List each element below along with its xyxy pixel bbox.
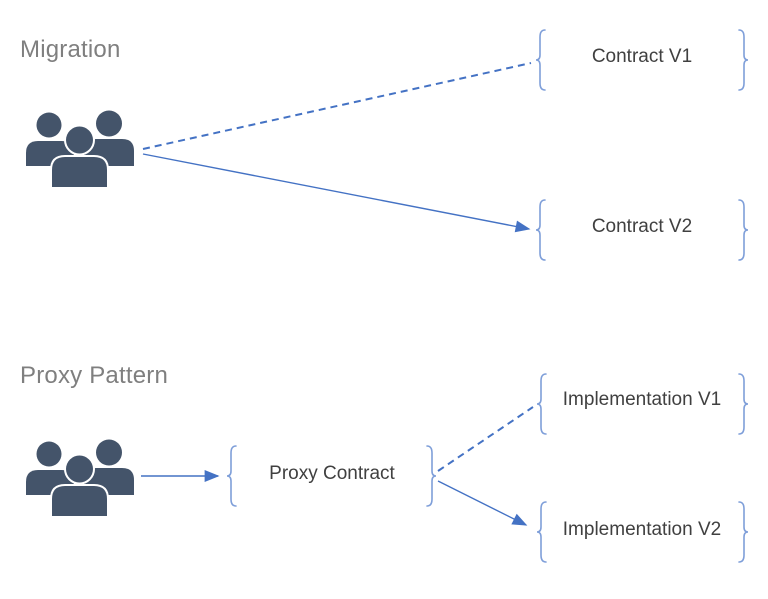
- right-brace: [738, 501, 749, 563]
- dashed-connector-users-to-contract-v1: [142, 62, 532, 150]
- proxy-pattern-section-title: Proxy Pattern: [20, 362, 168, 389]
- migration-section-title: Migration: [20, 36, 121, 63]
- left-brace: [535, 29, 546, 91]
- left-brace: [535, 199, 546, 261]
- users-icon: [26, 439, 134, 517]
- person-front-center: [50, 453, 109, 517]
- right-brace: [738, 199, 749, 261]
- left-brace: [536, 373, 547, 435]
- contract-v1-label: Contract V1: [591, 46, 693, 67]
- right-brace: [426, 445, 437, 507]
- right-brace: [738, 373, 749, 435]
- solid-arrow-users-to-contract-v2: [142, 153, 531, 233]
- person-front-center: [50, 124, 109, 188]
- users-icon: [26, 110, 134, 188]
- left-brace: [226, 445, 237, 507]
- left-brace: [536, 501, 547, 563]
- dashed-connector-proxy-to-implementation-v1: [437, 406, 534, 472]
- proxy-contract-label: Proxy Contract: [269, 463, 395, 484]
- contract-v2-label: Contract V2: [591, 216, 693, 237]
- implementation-v1-label: Implementation V1: [562, 389, 722, 410]
- right-brace: [738, 29, 749, 91]
- implementation-v2-label: Implementation V2: [562, 519, 722, 540]
- solid-arrow-proxy-to-implementation-v2: [437, 480, 528, 526]
